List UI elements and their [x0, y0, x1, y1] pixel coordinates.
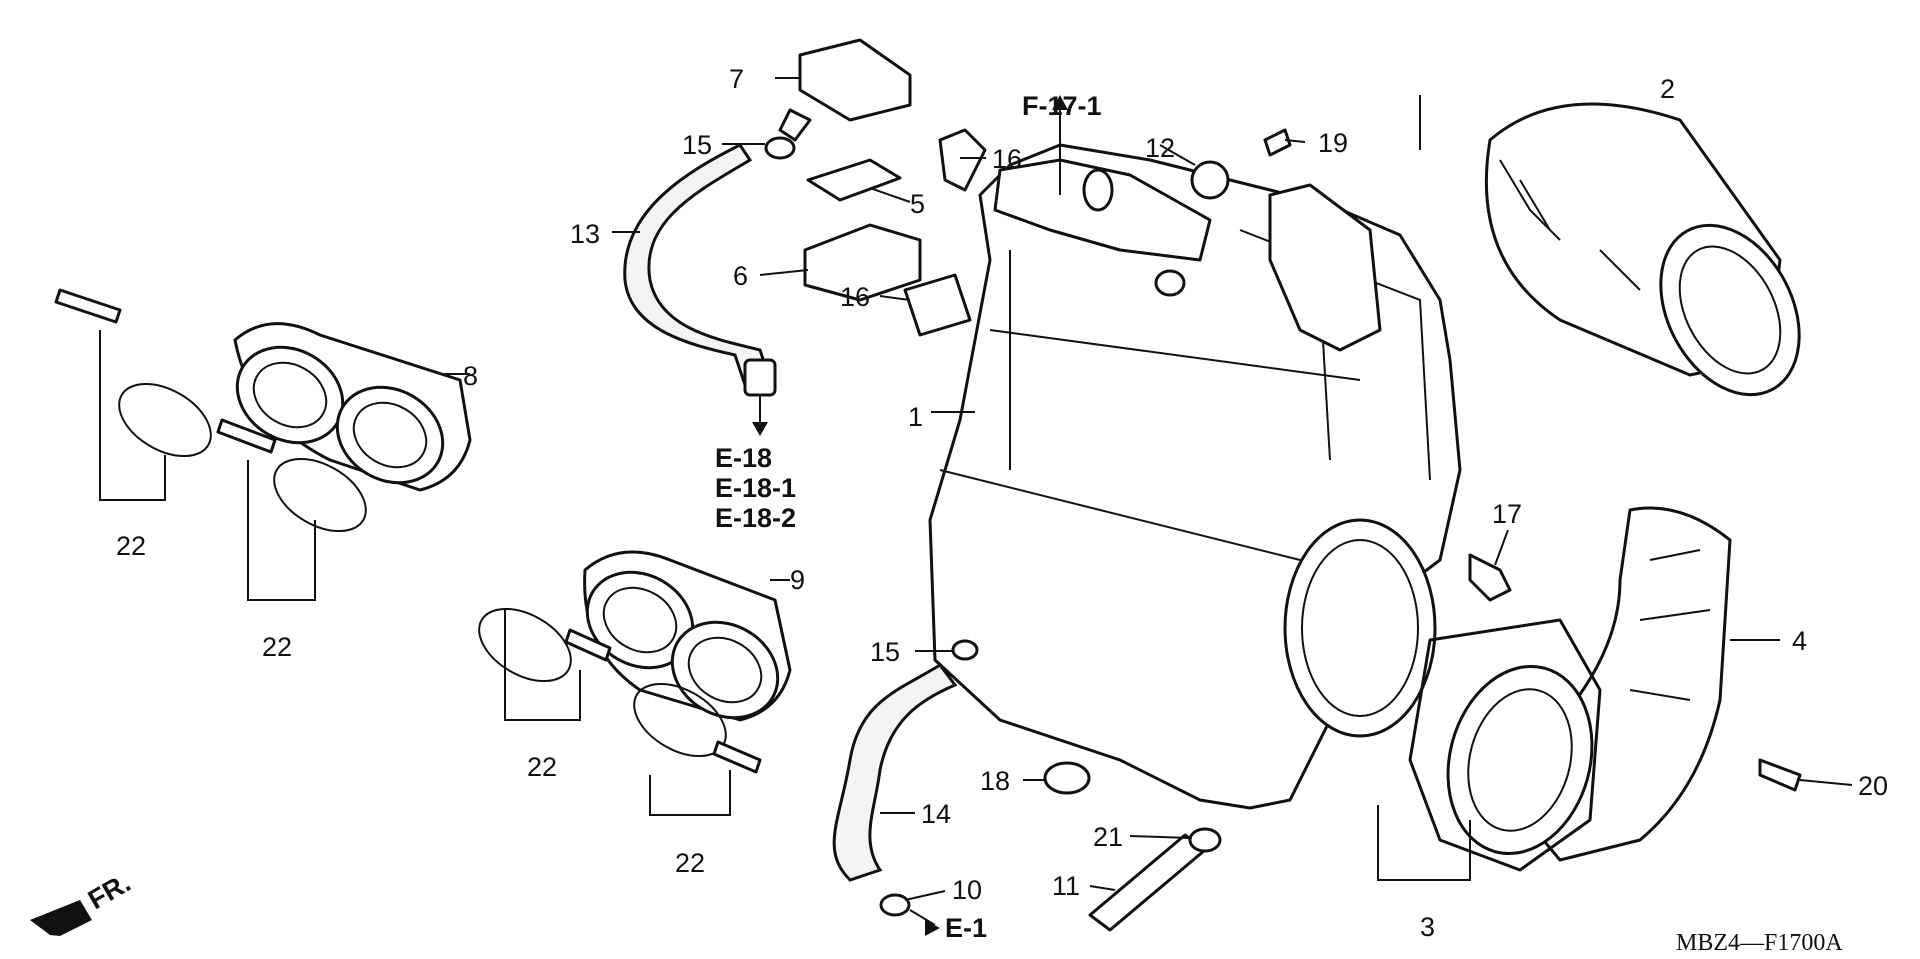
drain-hose-upper	[623, 143, 772, 387]
sponge-upper	[938, 128, 987, 192]
callout-13: 13	[570, 219, 600, 249]
callout-3: 3	[1420, 912, 1435, 942]
ref-e-1: E-1	[945, 913, 987, 943]
vent-valve	[778, 38, 912, 142]
callout-22-b: 22	[262, 632, 292, 662]
drawing-code: MBZ4—F1700A	[1676, 930, 1843, 956]
clip-upper	[764, 136, 796, 160]
ref-e-18-2: E-18-2	[715, 503, 796, 533]
callout-11: 11	[1052, 871, 1080, 901]
callout-22-d: 22	[675, 848, 705, 878]
air-cleaner-housing	[928, 143, 1462, 810]
callout-7: 7	[729, 64, 744, 94]
ref-e-18: E-18	[715, 443, 772, 473]
clamp-bands	[54, 288, 762, 774]
hose-fitting	[743, 358, 777, 397]
clip-12	[1190, 160, 1230, 200]
callout-12: 12	[1145, 133, 1175, 163]
callout-10: 10	[952, 875, 982, 905]
filter-case	[803, 223, 922, 302]
leader-lines	[99, 77, 1853, 926]
screw-20	[1758, 758, 1802, 792]
callout-16-upper: 16	[992, 144, 1022, 174]
callout-labels: 1 2 3 4 5 6 7 8 9 10 11 12 13 14 15 15 1…	[116, 64, 1888, 942]
clip-21	[1188, 827, 1222, 853]
ref-f-17-1: F-17-1	[1022, 91, 1102, 121]
front-direction-arrow: FR.	[30, 867, 136, 936]
direction-label: FR.	[83, 867, 136, 915]
sponge-lower	[903, 273, 972, 337]
callout-15-upper: 15	[682, 130, 712, 160]
callout-19: 19	[1318, 128, 1348, 158]
callout-17: 17	[1492, 499, 1522, 529]
callout-16-lower: 16	[840, 282, 870, 312]
callout-2: 2	[1660, 74, 1675, 104]
carburetor-insulator-upper	[233, 322, 472, 492]
callout-22-c: 22	[527, 752, 557, 782]
filter-sponge	[806, 158, 902, 202]
clip-lower	[951, 639, 979, 661]
callout-15-lower: 15	[870, 637, 900, 667]
callout-14: 14	[921, 799, 951, 829]
callout-21: 21	[1093, 822, 1123, 852]
callout-18: 18	[980, 766, 1010, 796]
callout-22-a: 22	[116, 531, 146, 561]
air-cleaner-element	[1484, 102, 1801, 397]
drain-hose-lower	[832, 662, 958, 882]
clip-10	[879, 893, 911, 917]
callout-4: 4	[1792, 626, 1807, 656]
callout-9: 9	[790, 565, 805, 595]
bolt-17	[1468, 553, 1512, 602]
callout-5: 5	[910, 189, 925, 219]
grommet-18	[1043, 761, 1091, 795]
callout-6: 6	[733, 261, 748, 291]
callout-8: 8	[463, 361, 478, 391]
ref-e-18-1: E-18-1	[715, 473, 796, 503]
callout-1: 1	[908, 402, 923, 432]
carburetor-insulator-lower	[583, 550, 792, 722]
reference-labels: F-17-1 E-18 E-18-1 E-18-2 E-1	[715, 91, 1102, 943]
callout-20: 20	[1858, 771, 1888, 801]
air-intake-tube	[1408, 506, 1732, 872]
screw-19	[1263, 128, 1292, 157]
